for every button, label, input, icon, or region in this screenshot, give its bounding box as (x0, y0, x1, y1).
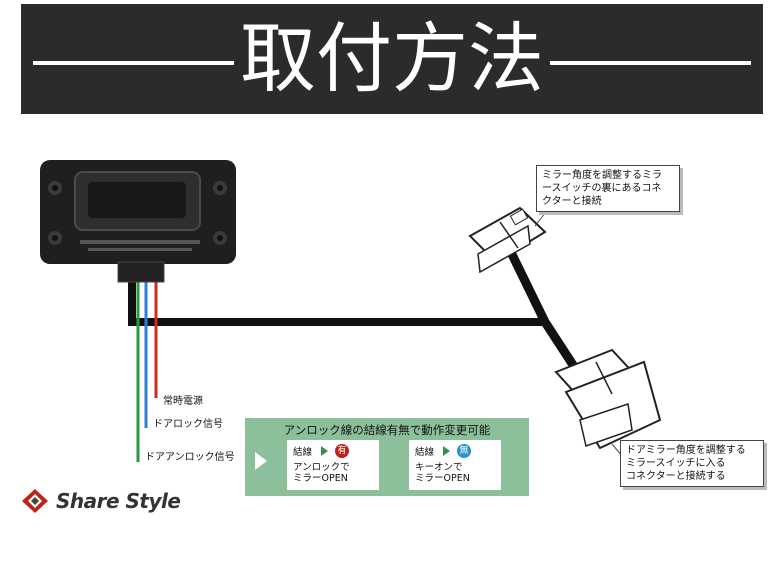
callout-line: ミラー角度を調整するミラ (542, 170, 662, 181)
callout-door-mirror-switch: ドアミラー角度を調整する ミラースイッチに入る コネクターと接続する (620, 440, 764, 487)
callout-line: ドアミラー角度を調整する (626, 445, 746, 456)
banner-left-line (33, 61, 263, 65)
callout-line: ースイッチの裏にあるコネ (542, 183, 662, 194)
main-harness (128, 280, 545, 326)
unlock-option-box: アンロック線の結線有無で動作変更可能 結線 有 アンロックで ミラーOPEN 結… (245, 418, 529, 496)
label-door-unlock-signal: ドアアンロック信号 (145, 452, 235, 463)
badge-not-connected: 無 (457, 444, 472, 458)
option-panel-connected: 結線 有 アンロックで ミラーOPEN (287, 440, 379, 490)
panel-desc: ミラーOPEN (293, 473, 348, 484)
panel-label: 結線 (415, 447, 435, 458)
page-title: 取付方法 (21, 14, 763, 104)
panel-desc: アンロックで (293, 462, 350, 473)
logo-text: Share Style (56, 489, 181, 513)
callout-line: コネクターと接続する (626, 471, 726, 482)
lower-connector (554, 348, 662, 450)
play-arrow-icon (321, 446, 329, 456)
play-arrow-icon (443, 446, 451, 456)
banner-right-line (521, 61, 751, 65)
option-box-title: アンロック線の結線有無で動作変更可能 (283, 423, 491, 437)
badge-connected: 有 (335, 444, 350, 458)
callout-line: クターと接続 (542, 196, 602, 207)
share-style-logo: Share Style (20, 488, 181, 514)
control-unit (40, 160, 236, 283)
callout-mirror-switch-back: ミラー角度を調整するミラ ースイッチの裏にあるコネ クターと接続 (536, 165, 680, 212)
top-callout-leader (534, 211, 547, 227)
title-banner: 取付方法 (21, 4, 763, 114)
share-style-logo-icon (22, 489, 48, 513)
arrow-icon (255, 452, 267, 470)
label-constant-power: 常時電源 (163, 396, 203, 407)
upper-connector (468, 206, 547, 274)
panel-desc: キーオンで (415, 462, 463, 473)
panel-desc: ミラーOPEN (415, 473, 470, 484)
option-panel-not-connected: 結線 無 キーオンで ミラーOPEN (409, 440, 501, 490)
callout-line: ミラースイッチに入る (626, 458, 726, 469)
label-door-lock-signal: ドアロック信号 (153, 419, 223, 430)
panel-label: 結線 (293, 447, 313, 458)
